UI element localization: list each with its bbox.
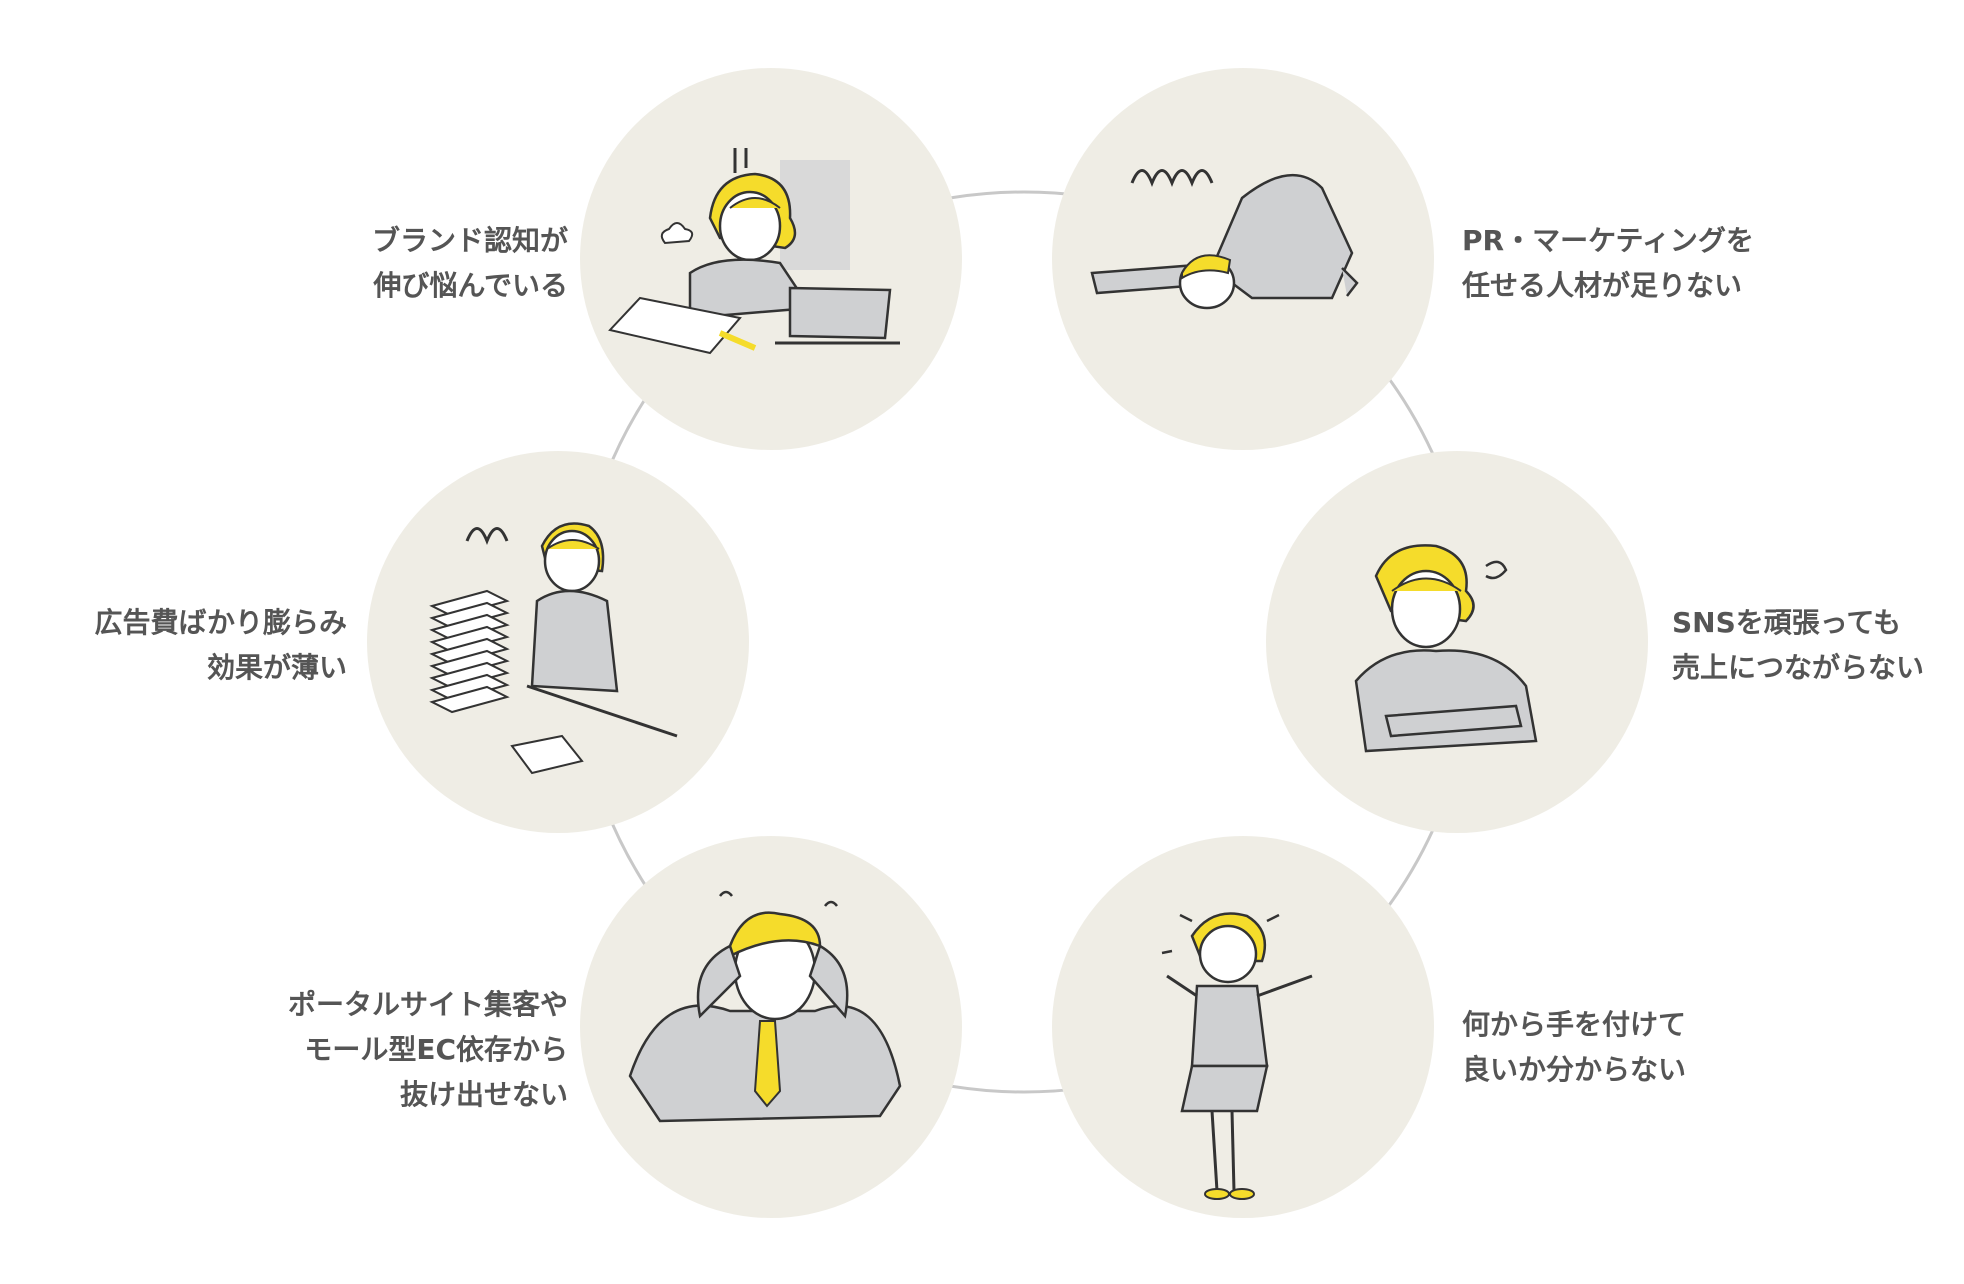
label-sns: SNSを頑張っても 売上につながらない (1672, 606, 1925, 684)
illustration-circle-portal (580, 836, 962, 1218)
illustration-circle-where-start (1052, 836, 1434, 1218)
collapsed-person-icon (1090, 169, 1359, 310)
illustration-circle-sns (1266, 451, 1648, 833)
label-pr-staff: PR・マーケティングを 任せる人材が足りない (1462, 224, 1754, 302)
label-portal: ポータルサイト集客や モール型EC依存から 抜け出せない (287, 988, 568, 1111)
illustration-circle-pr-staff (1052, 68, 1434, 450)
label-ad-cost: 広告費ばかり膨らみ 効果が薄い (94, 606, 347, 684)
paper-stack-icon (429, 522, 678, 775)
illustration-circle-brand (580, 68, 962, 450)
panicking-person-icon (1161, 912, 1313, 1200)
label-brand: ブランド認知が 伸び悩んでいる (371, 224, 568, 302)
tired-person-icon (1354, 544, 1538, 753)
illustration-circle-ad-cost (367, 451, 749, 833)
worried-at-laptop-icon (608, 148, 900, 355)
label-where-start: 何から手を付けて 良いか分からない (1462, 1008, 1687, 1086)
head-in-hands-icon (628, 890, 902, 1123)
